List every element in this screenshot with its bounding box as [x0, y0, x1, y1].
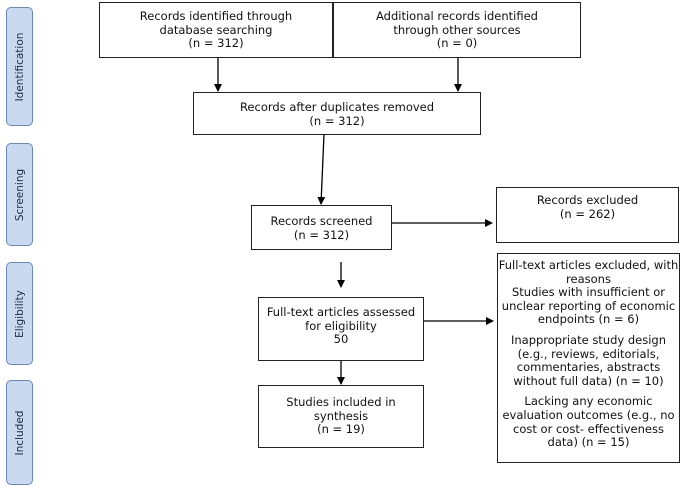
box-assessed-line1: Full-text articles assessed: [266, 305, 416, 319]
box-database-searching: Records identified through database sear…: [99, 2, 333, 58]
box-records-excluded: Records excluded (n = 262): [496, 187, 679, 243]
arrow-duplicates-to-screened: [317, 133, 326, 205]
box-other-line1: Additional records identified: [376, 9, 538, 23]
box-records-screened: Records screened (n = 312): [251, 205, 392, 250]
phase-identification: Identification: [6, 7, 33, 126]
box-included-line1: Studies included in: [286, 395, 396, 409]
excluded-header: Full-text articles excluded, with reason…: [498, 258, 679, 286]
reason3-line2: evaluation outcomes (e.g.,: [502, 407, 657, 422]
box-database-line2: database searching: [159, 22, 273, 37]
box-other-line3: (n = 0): [436, 36, 478, 50]
box-fulltext-excluded: Full-text articles excluded, with reason…: [497, 253, 680, 463]
box-fulltext-assessed: Full-text articles assessed for eligibil…: [258, 297, 424, 361]
box-duplicates-line2: (n = 312): [309, 113, 365, 128]
reason3-line3: no cost or cost-: [513, 407, 675, 436]
phase-screening: Screening: [6, 143, 33, 246]
box-other-line2: through other sources: [393, 22, 521, 37]
reason-inappropriate-design: Inappropriate study design (e.g., review…: [498, 332, 679, 388]
reason-lacking-outcomes: Lacking any economic evaluation outcomes…: [498, 395, 679, 449]
reason3-line4: effectiveness data) (n = 15): [547, 421, 664, 450]
box-duplicates-line1: Records after duplicates removed: [239, 100, 435, 114]
phase-included: Included: [6, 380, 33, 485]
reason2-line4: without full data) (n = 10): [513, 373, 664, 388]
box-database-line1: Records identified through: [139, 9, 293, 23]
box-database-line3: (n = 312): [188, 36, 244, 50]
reason2-line3: commentaries, abstracts: [516, 360, 661, 375]
box-duplicates-removed: Records after duplicates removed (n = 31…: [193, 92, 481, 135]
box-screened-line2: (n = 312): [293, 227, 350, 242]
reason3-line1: Lacking any economic: [524, 394, 653, 409]
box-included-line2: synthesis: [313, 408, 369, 423]
box-screened-line1: Records screened: [270, 214, 373, 228]
excluded-header-line1: Full-text articles excluded,: [498, 258, 651, 272]
reason1-line2: unclear reporting of: [501, 298, 617, 313]
reason2-line1: Inappropriate study design: [510, 332, 667, 347]
box-assessed-line2: for eligibility: [305, 318, 377, 333]
box-included-line3: (n = 19): [317, 422, 365, 436]
reason1-line3: economic endpoints (n = 6): [537, 298, 676, 327]
reason-insufficient-reporting: Studies with insufficient or unclear rep…: [498, 285, 679, 327]
phase-eligibility: Eligibility: [6, 262, 33, 365]
box-excluded-line1: Records excluded: [536, 193, 639, 207]
box-other-sources: Additional records identified through ot…: [333, 2, 581, 58]
excluded-header-line2: with reasons: [566, 258, 679, 286]
box-assessed-line3: 50: [333, 332, 349, 346]
box-excluded-line2: (n = 262): [559, 206, 616, 221]
reason1-line1: Studies with insufficient or: [511, 285, 666, 300]
reason2-line2: (e.g., reviews, editorials,: [517, 346, 660, 361]
box-studies-included: Studies included in synthesis (n = 19): [258, 385, 424, 448]
